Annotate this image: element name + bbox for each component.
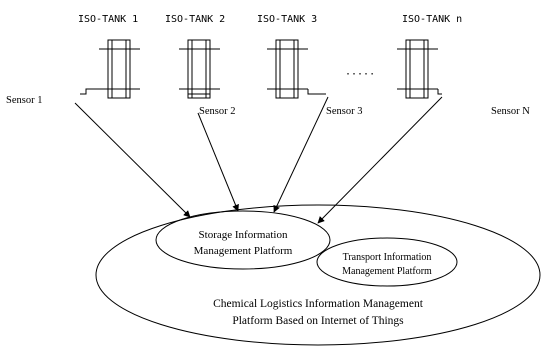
sensor-3-wire: [307, 89, 326, 95]
iso-tank-n: [397, 39, 438, 99]
sensor-n-wire: [437, 89, 442, 95]
main-platform-line-1: Chemical Logistics Information Managemen…: [213, 298, 424, 310]
tank-label-n: ISO-TANK n: [402, 14, 462, 25]
sensor-1-wire: [80, 88, 108, 95]
sensor-label-2: Sensor 2: [199, 106, 235, 117]
main-platform-line-2: Platform Based on Internet of Things: [232, 315, 404, 327]
storage-platform-line-2: Management Platform: [194, 245, 293, 257]
storage-platform-ellipse: [155, 210, 331, 270]
tank-label-2: ISO-TANK 2: [165, 14, 225, 25]
arrow-sensor-n-to-storage: [317, 96, 443, 224]
arrow-sensor-2-to-storage: [197, 112, 239, 212]
sensor-2-wire: [187, 89, 210, 95]
storage-platform-line-1: Storage Information: [199, 229, 288, 241]
arrow-sensor-3-to-storage: [273, 96, 329, 213]
tank-label-3: ISO-TANK 3: [257, 14, 317, 25]
iso-tank-2: [179, 39, 220, 99]
transport-platform-line-2: Management Platform: [342, 266, 432, 277]
sensor-label-1: Sensor 1: [6, 95, 42, 106]
arrow-sensor-1-to-storage: [74, 102, 191, 218]
tank-label-1: ISO-TANK 1: [78, 14, 138, 25]
transport-platform-line-1: Transport Information: [343, 252, 432, 263]
iot-platform-ellipse: [95, 204, 541, 346]
transport-platform-ellipse: [316, 237, 458, 287]
sensor-label-n: Sensor N: [491, 106, 530, 117]
sensor-label-3: Sensor 3: [326, 106, 362, 117]
tank-ellipsis: ·····: [345, 69, 375, 80]
iso-tank-3: [267, 39, 308, 99]
